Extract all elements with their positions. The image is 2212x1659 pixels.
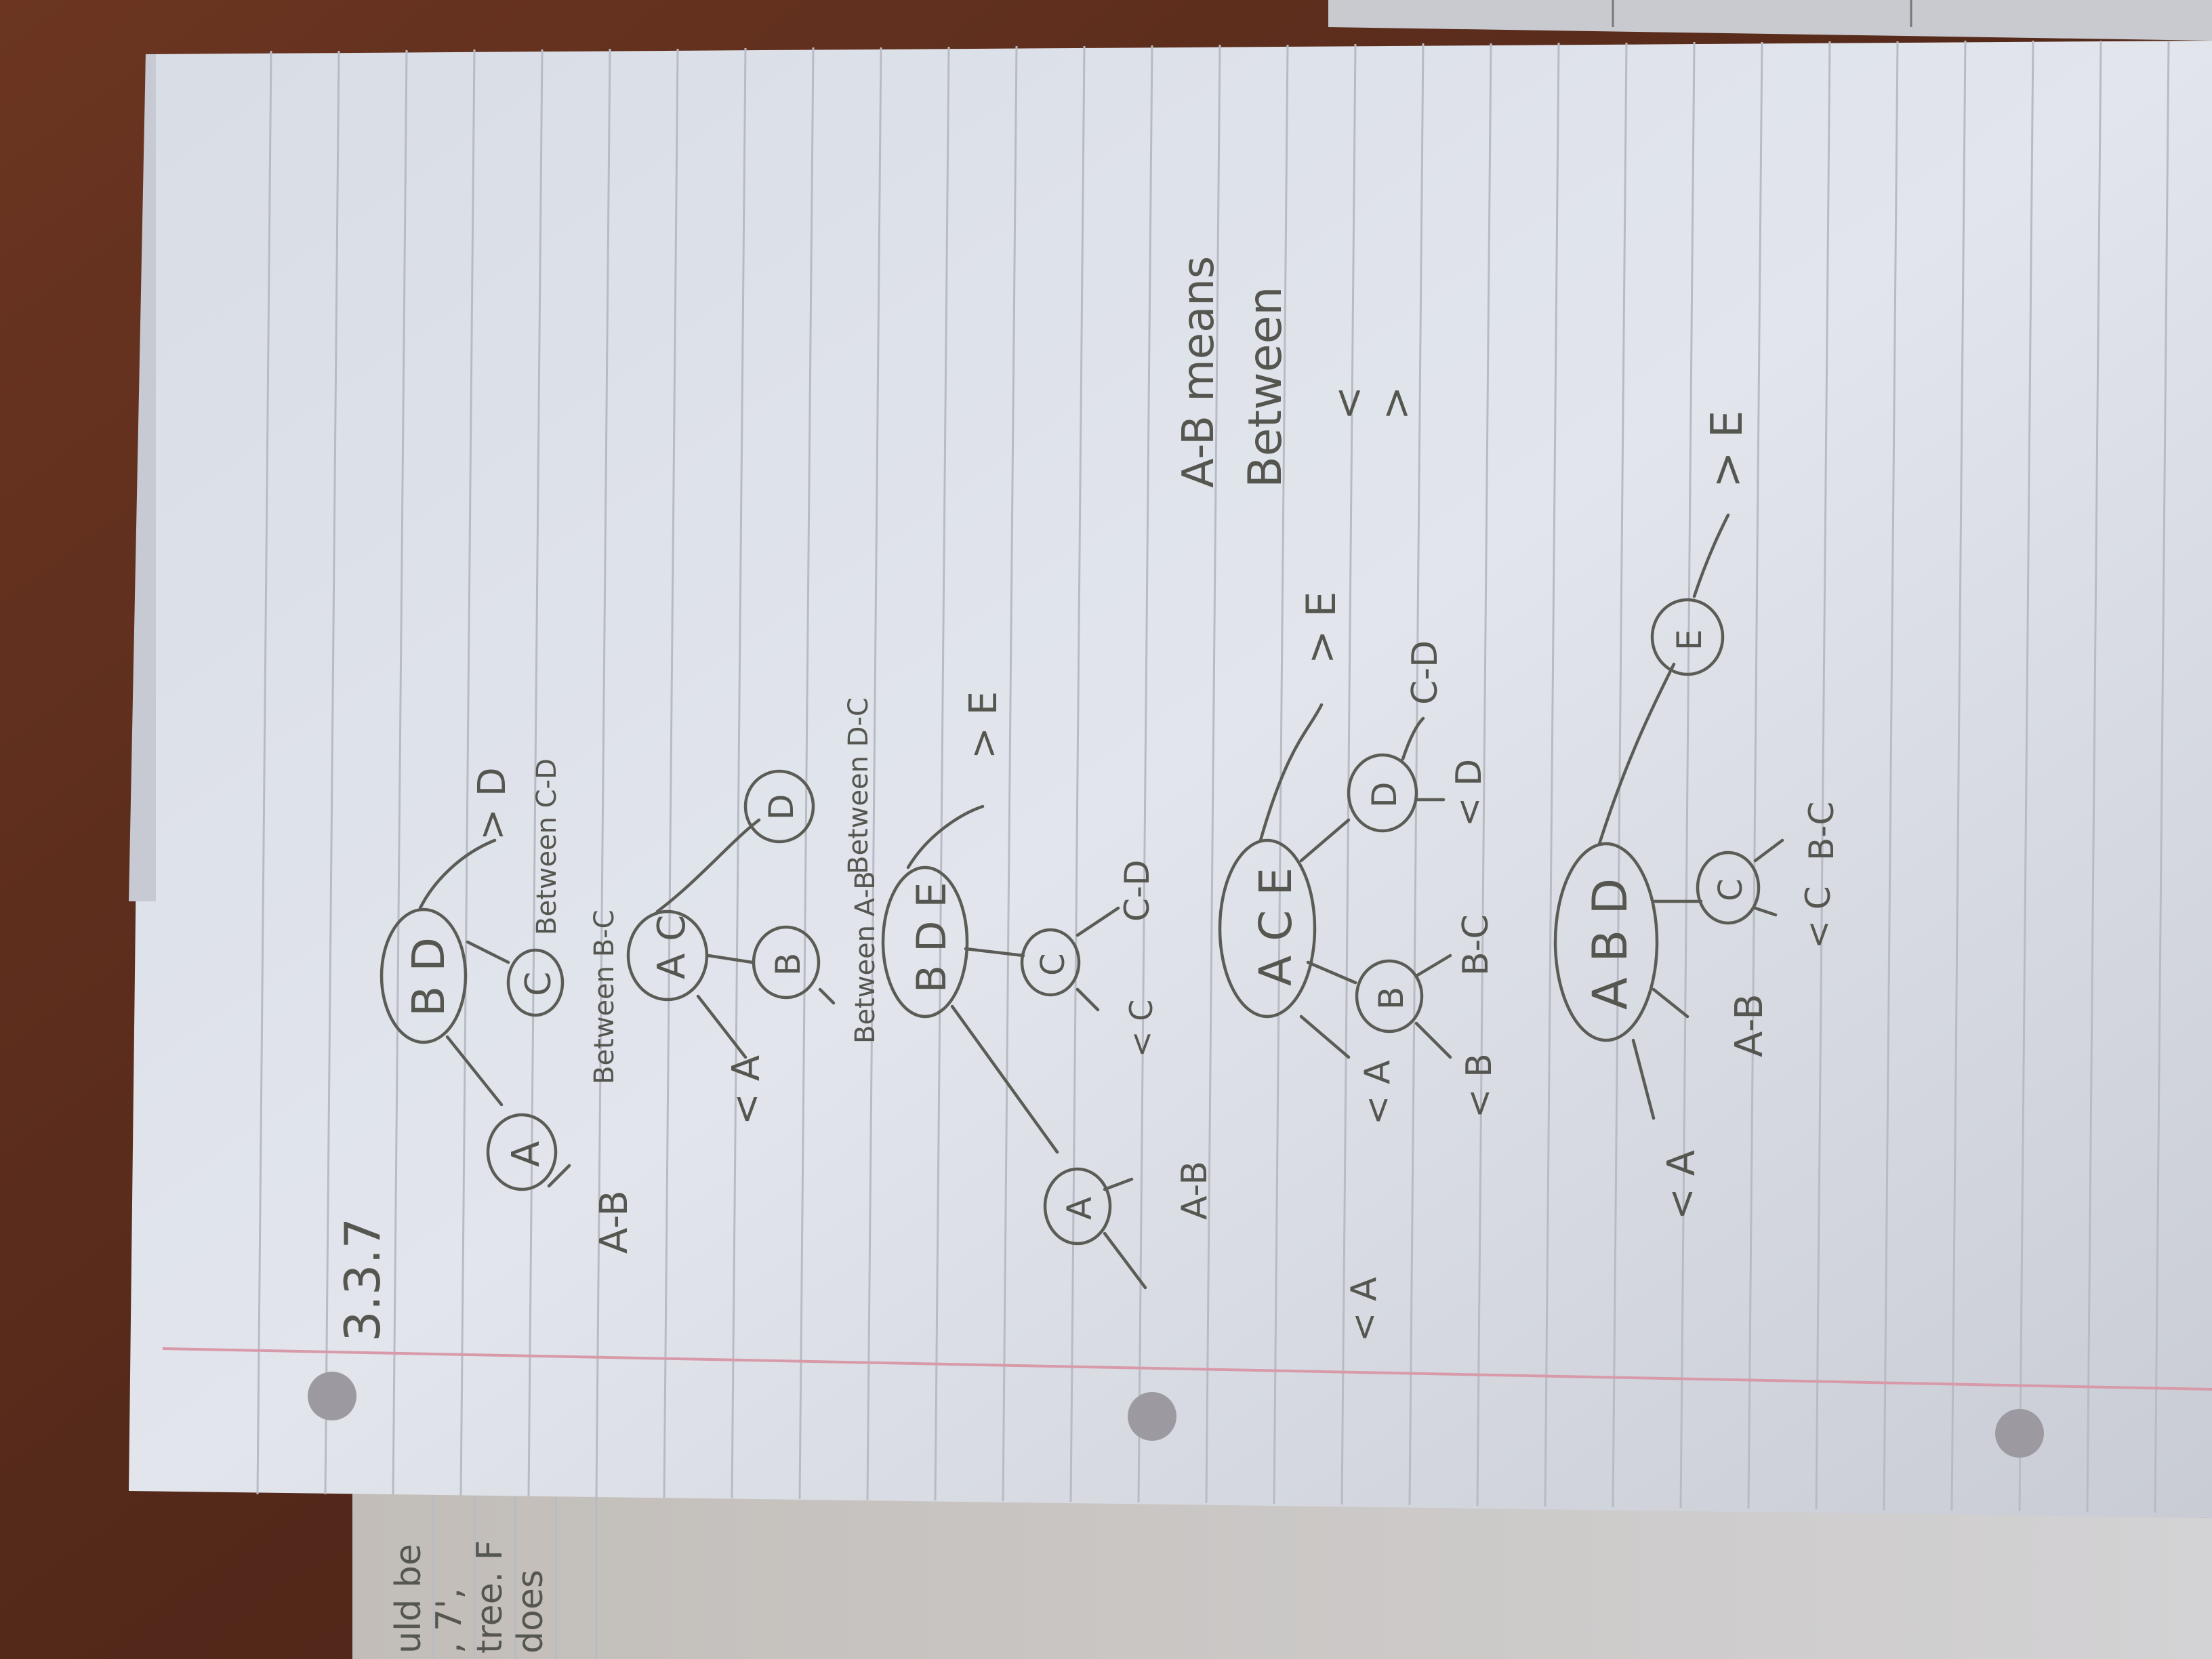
- handwriting: A-B means Between < > 3.3.7 B D A: [334, 256, 1841, 1342]
- tree5-node-c: [1696, 851, 1761, 925]
- tree3-node-a: [1043, 1167, 1112, 1246]
- tree3-leaf-lt-c: < C: [1123, 1000, 1160, 1057]
- tree4-node-b: [1355, 959, 1424, 1033]
- tree5-leaf-lt-a: < A: [1660, 1150, 1704, 1220]
- tree4-leaf-bc: B-C: [1456, 914, 1496, 976]
- background-page: uld be , 7', tree. F does: [352, 1471, 2212, 1659]
- notebook-page: [129, 40, 2212, 1518]
- tree1-node-a: [486, 1113, 558, 1191]
- background-text-3: tree. F: [470, 1540, 510, 1654]
- tree4-node-d-label: D: [1365, 781, 1404, 808]
- tree2-node-b-label: B: [769, 953, 808, 976]
- tree2-node-d-label: D: [762, 794, 801, 820]
- punch-hole-1: [308, 1372, 356, 1420]
- tree5-leaf-bc: B-C: [1802, 802, 1841, 861]
- note-line-1: A-B means: [1174, 256, 1224, 488]
- tree2-node-d: [743, 769, 815, 844]
- tree5-node-e: [1650, 598, 1725, 676]
- tree4-leaf-lt-b: < B: [1459, 1053, 1500, 1118]
- tree5-node-c-label: C: [1712, 878, 1750, 901]
- tree1-node-c: [506, 948, 565, 1017]
- tree4-node-b-label: B: [1372, 987, 1411, 1010]
- tree1-mid-left: Between B-C: [589, 909, 620, 1084]
- tree1-node-a-label: A: [504, 1141, 548, 1167]
- tree4-leaf-cd: C-D: [1405, 640, 1446, 705]
- tree3-leaf-cd: C-D: [1118, 860, 1157, 922]
- tree4-root-node: [1218, 838, 1317, 1019]
- punch-hole-2: [1128, 1392, 1176, 1441]
- tree2-root-label: A C: [650, 915, 694, 979]
- problem-number: 3.3.7: [334, 1218, 391, 1342]
- tree5-node-e-label: E: [1670, 629, 1709, 651]
- tree4-node-d: [1347, 753, 1418, 833]
- tree1-leaf-ab: A-B: [592, 1190, 636, 1254]
- tree5-leaf-lt-c: < C: [1799, 886, 1838, 949]
- tree3-root-node: [881, 865, 969, 1019]
- tree1-root-node: [380, 907, 468, 1044]
- margin-line: [162, 1347, 2212, 1391]
- tree-1: B D A C > D A-B Between B-C: [380, 758, 636, 1254]
- tree5-leaf-ab: A-B: [1727, 994, 1771, 1057]
- tree4-leaf-lt-a: < A: [1357, 1060, 1398, 1125]
- tree5-root-node: [1553, 842, 1659, 1042]
- background-text-4: does: [510, 1570, 551, 1654]
- tree4-right-label: > E: [1298, 592, 1345, 664]
- tree3-root-label: B D E: [908, 882, 956, 993]
- tree4-leaf-lt-d: < D: [1449, 759, 1490, 827]
- background-text-1: uld be: [388, 1544, 429, 1654]
- tree-4: A C E < A B < B B-C D: [1218, 592, 1500, 1125]
- tree3-leaf-lt-a: < A: [1344, 1277, 1385, 1342]
- tree1-root-label: B D: [403, 937, 455, 1017]
- note-lt: <: [1325, 386, 1372, 420]
- tree3-node-c-label: C: [1034, 953, 1072, 976]
- tree2-d-between: Between D-C: [843, 697, 874, 874]
- ruled-lines: [256, 40, 2170, 1513]
- tree4-root-label: A C E: [1250, 867, 1302, 986]
- tree1-node-c-label: C: [518, 972, 559, 996]
- background-text-2: , 7',: [429, 1588, 470, 1654]
- tree-2: A C < A B D Between A-B Between D-C: [626, 697, 881, 1125]
- tree-5: A B D < A A-B C < C B-C: [1553, 411, 1841, 1220]
- tree1-mid-right: Between C-D: [531, 758, 562, 935]
- tree3-leaf-ab: A-B: [1174, 1161, 1215, 1220]
- tree5-root-label: A B D: [1582, 878, 1638, 1010]
- tree-3: B D E A < A A-B C < C: [881, 691, 1385, 1342]
- tree5-right-label: > E: [1702, 411, 1753, 488]
- tree3-node-a-label: A: [1060, 1197, 1099, 1220]
- punch-hole-3: [1995, 1409, 2044, 1458]
- note-gt: >: [1372, 386, 1420, 420]
- note-line-2: Between: [1239, 286, 1292, 488]
- tree2-leaf-lt-a: < A: [724, 1055, 769, 1125]
- tree2-node-b: [752, 925, 821, 1000]
- top-paper: [1328, 0, 2212, 41]
- tree3-node-c: [1020, 928, 1081, 997]
- tree3-right-label: > E: [962, 691, 1006, 759]
- tree2-b-between: Between A-B: [850, 871, 881, 1044]
- tree1-right-label: > D: [470, 767, 514, 840]
